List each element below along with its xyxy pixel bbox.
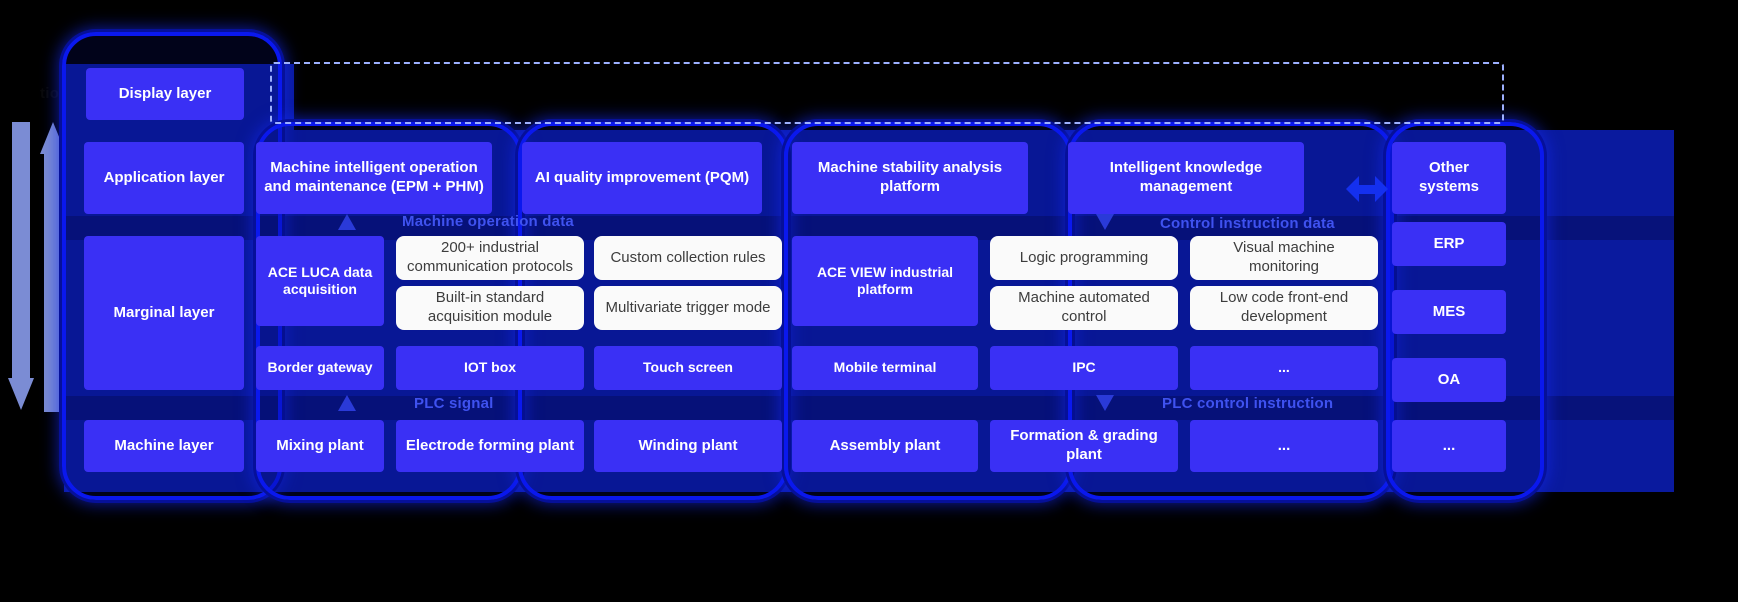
flow-arrow-up-plc-signal — [338, 395, 356, 411]
card-low-code-development[interactable]: Low code front-end development — [1190, 286, 1378, 330]
plant-formation-grading[interactable]: Formation & grading plant — [990, 420, 1178, 472]
layer-label-marginal[interactable]: Marginal layer — [84, 236, 244, 390]
downward-flow-arrow — [8, 122, 34, 412]
platform-ace-luca[interactable]: ACE LUCA data acquisition — [256, 236, 384, 326]
arrow-shaft — [44, 154, 62, 412]
platform-ace-view[interactable]: ACE VIEW industrial platform — [792, 236, 978, 326]
device-ipc[interactable]: IPC — [990, 346, 1178, 390]
layer-label-display[interactable]: Display layer — [86, 68, 244, 120]
external-card-oa[interactable]: OA — [1392, 358, 1506, 402]
plant-more[interactable]: ... — [1190, 420, 1378, 472]
card-visual-machine-monitoring[interactable]: Visual machine monitoring — [1190, 236, 1378, 280]
external-card-mes[interactable]: MES — [1392, 290, 1506, 334]
device-mobile-terminal[interactable]: Mobile terminal — [792, 346, 978, 390]
app-card-stability-analysis[interactable]: Machine stability analysis platform — [792, 142, 1028, 214]
device-iot-box[interactable]: IOT box — [396, 346, 584, 390]
upward-flow-arrow — [40, 122, 66, 412]
flow-label-control-instruction-data: Control instruction data — [1160, 215, 1335, 232]
device-more[interactable]: ... — [1190, 346, 1378, 390]
device-border-gateway[interactable]: Border gateway — [256, 346, 384, 390]
app-card-pqm[interactable]: AI quality improvement (PQM) — [522, 142, 762, 214]
plant-assembly[interactable]: Assembly plant — [792, 420, 978, 472]
arrow-head-down — [8, 378, 34, 410]
bidirectional-connector-icon — [1346, 176, 1388, 202]
display-layer-dashed-frame — [270, 62, 1504, 124]
arrow-tip-left — [1346, 176, 1359, 202]
external-card-other-systems[interactable]: Other systems — [1392, 142, 1506, 214]
layer-label-application[interactable]: Application layer — [84, 142, 244, 214]
arrow-head-up — [40, 122, 66, 154]
plant-mixing[interactable]: Mixing plant — [256, 420, 384, 472]
app-card-epm-phm[interactable]: Machine intelligent operation and mainte… — [256, 142, 492, 214]
card-multivariate-trigger-mode[interactable]: Multivariate trigger mode — [594, 286, 782, 330]
flow-label-plc-signal: PLC signal — [414, 395, 494, 412]
external-card-erp[interactable]: ERP — [1392, 222, 1506, 266]
card-machine-automated-control[interactable]: Machine automated control — [990, 286, 1178, 330]
plant-electrode-forming[interactable]: Electrode forming plant — [396, 420, 584, 472]
flow-label-machine-operation-data: Machine operation data — [402, 213, 574, 230]
card-logic-programming[interactable]: Logic programming — [990, 236, 1178, 280]
external-card-more[interactable]: ... — [1392, 420, 1506, 472]
side-label: tion — [40, 85, 69, 102]
flow-label-plc-control-instruction: PLC control instruction — [1162, 395, 1334, 412]
arrow-bar — [1359, 184, 1375, 194]
card-builtin-acquisition-module[interactable]: Built-in standard acquisition module — [396, 286, 584, 330]
arrow-shaft — [12, 122, 30, 380]
flow-arrow-down-plc-control — [1096, 395, 1114, 411]
device-touch-screen[interactable]: Touch screen — [594, 346, 782, 390]
flow-arrow-down-control-data — [1096, 214, 1114, 230]
app-card-knowledge-management[interactable]: Intelligent knowledge management — [1068, 142, 1304, 214]
arrow-tip-right — [1375, 176, 1388, 202]
flow-arrow-up-machine-data — [338, 214, 356, 230]
card-custom-collection-rules[interactable]: Custom collection rules — [594, 236, 782, 280]
card-industrial-protocols[interactable]: 200+ industrial communication protocols — [396, 236, 584, 280]
layer-label-machine[interactable]: Machine layer — [84, 420, 244, 472]
plant-winding[interactable]: Winding plant — [594, 420, 782, 472]
